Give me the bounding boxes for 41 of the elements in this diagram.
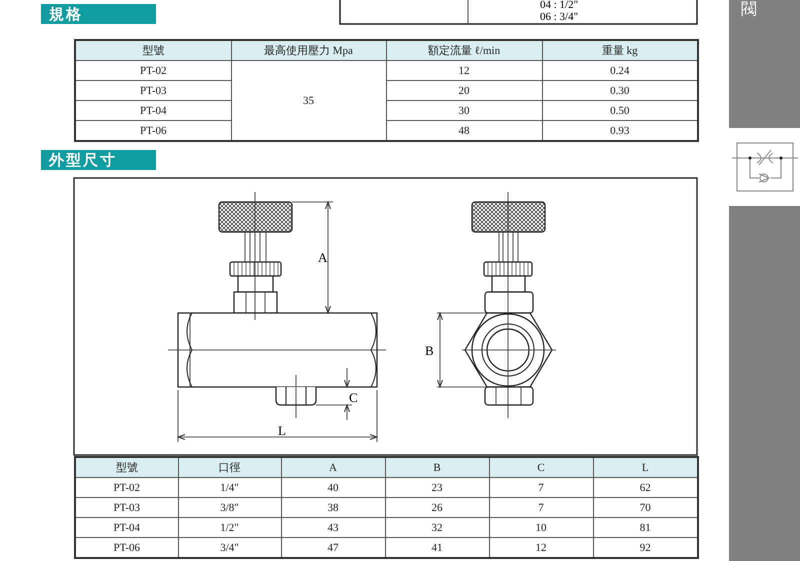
table-value: 1/2" xyxy=(178,518,281,538)
side-tab xyxy=(729,206,800,561)
table-value: 3/8" xyxy=(178,498,281,518)
column-header: 型號 xyxy=(75,457,178,478)
column-header: B xyxy=(385,457,489,478)
column-header: C xyxy=(489,457,593,478)
side-tab-text: 閥 xyxy=(741,0,757,18)
table-value: 7 xyxy=(489,498,593,518)
side-tab xyxy=(729,0,800,128)
table-value: 38 xyxy=(281,498,385,518)
column-header: 額定流量 ℓ/min xyxy=(386,40,542,60)
table-value: 12 xyxy=(386,60,542,80)
table-value: 10 xyxy=(489,518,593,538)
port-size-text: 06 : 3/4" xyxy=(540,11,578,23)
column-header: 最高使用壓力 Mpa xyxy=(231,40,386,60)
table-value: PT-02 xyxy=(75,60,231,80)
table-value: 26 xyxy=(385,498,489,518)
table-value: 30 xyxy=(386,100,542,120)
column-header: 型號 xyxy=(75,40,231,60)
section-heading: 外型尺寸 xyxy=(41,150,156,170)
table-value: PT-02 xyxy=(75,478,178,498)
dimension-label: C xyxy=(349,390,358,406)
table-value: 43 xyxy=(281,518,385,538)
dimension-label: B xyxy=(425,343,434,359)
table-value: PT-04 xyxy=(75,518,178,538)
table-value: 35 xyxy=(231,60,386,141)
column-header: 重量 kg xyxy=(542,40,698,60)
column-header: A xyxy=(281,457,385,478)
table-value: 23 xyxy=(385,478,489,498)
dimension-label: L xyxy=(278,423,286,439)
table-value: 1/4" xyxy=(178,478,281,498)
port-size-text: 04 : 1/2" xyxy=(540,0,578,11)
column-header: L xyxy=(593,457,698,478)
section-heading: 規格 xyxy=(41,4,156,24)
dimension-label: A xyxy=(318,250,328,266)
column-header: 口徑 xyxy=(178,457,281,478)
table-value: 32 xyxy=(385,518,489,538)
table-value: 40 xyxy=(281,478,385,498)
table-value: 20 xyxy=(386,80,542,100)
table-value: 7 xyxy=(489,478,593,498)
table-value: PT-03 xyxy=(75,498,178,518)
